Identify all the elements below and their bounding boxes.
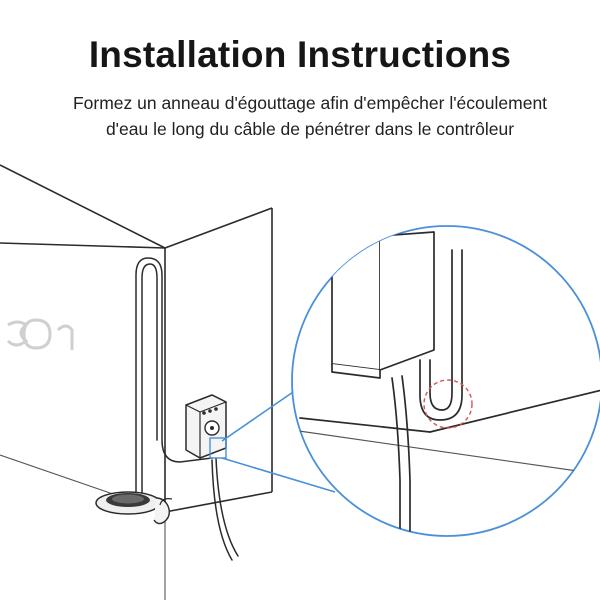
zoom-detail [291,225,600,537]
callout-anchor [209,437,227,459]
instruction-line-2: d'eau le long du câble de pénétrer dans … [105,119,515,139]
instruction-text: Formez un anneau d'égouttage afin d'empê… [20,90,600,142]
tank-outline [0,164,273,600]
sensor-cable [135,257,239,561]
controller-device [185,394,227,459]
callout-lines [221,389,336,493]
drip-loop-marker-icon [423,379,473,429]
instruction-line-1: Formez un anneau d'égouttage afin d'empê… [72,93,548,113]
tank-logo-watermark [6,318,74,350]
water-sensor [95,491,173,525]
page-title: Installation Instructions [88,34,512,75]
